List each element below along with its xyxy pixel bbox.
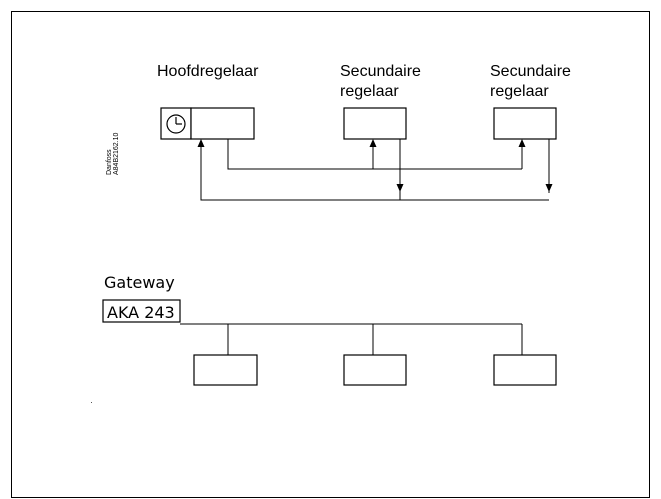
secondary-controller-2-label-line2: regelaar — [490, 83, 549, 100]
lower-device-1-box — [193, 354, 258, 386]
arrow-down-bus-2 — [545, 184, 553, 192]
ref-brand: Danfoss — [106, 149, 113, 175]
lower-device-2-box — [343, 354, 407, 386]
stray-mark — [91, 402, 92, 403]
arrow-up-secondary-2 — [518, 139, 526, 147]
secondary-controller-2-box — [493, 107, 557, 140]
secondary-controller-2-label-line1: Secundaire — [490, 63, 571, 80]
arrow-up-secondary-1 — [369, 139, 377, 147]
main-controller-box — [190, 107, 255, 140]
clock-box — [160, 107, 192, 140]
secondary-controller-1-label-line2: regelaar — [340, 83, 399, 100]
arrow-up-main — [197, 139, 205, 147]
gateway-label: Gateway — [104, 273, 175, 292]
clock-icon — [166, 114, 186, 134]
gateway-box — [102, 299, 181, 323]
lower-device-3-box — [493, 354, 557, 386]
lower-network-lines — [180, 323, 523, 355]
secondary-controller-1-box — [343, 107, 407, 140]
main-controller — [160, 107, 255, 140]
arrow-down-bus-1 — [396, 184, 404, 192]
ref-code: A84B2162.10 — [113, 132, 120, 175]
secondary-controller-1-label-line1: Secundaire — [340, 63, 421, 80]
upper-network-lines — [200, 139, 550, 201]
main-controller-label: Hoofdregelaar — [157, 63, 259, 80]
diagram-frame — [11, 11, 650, 498]
gateway-device-label: AKA 243 — [107, 303, 175, 322]
